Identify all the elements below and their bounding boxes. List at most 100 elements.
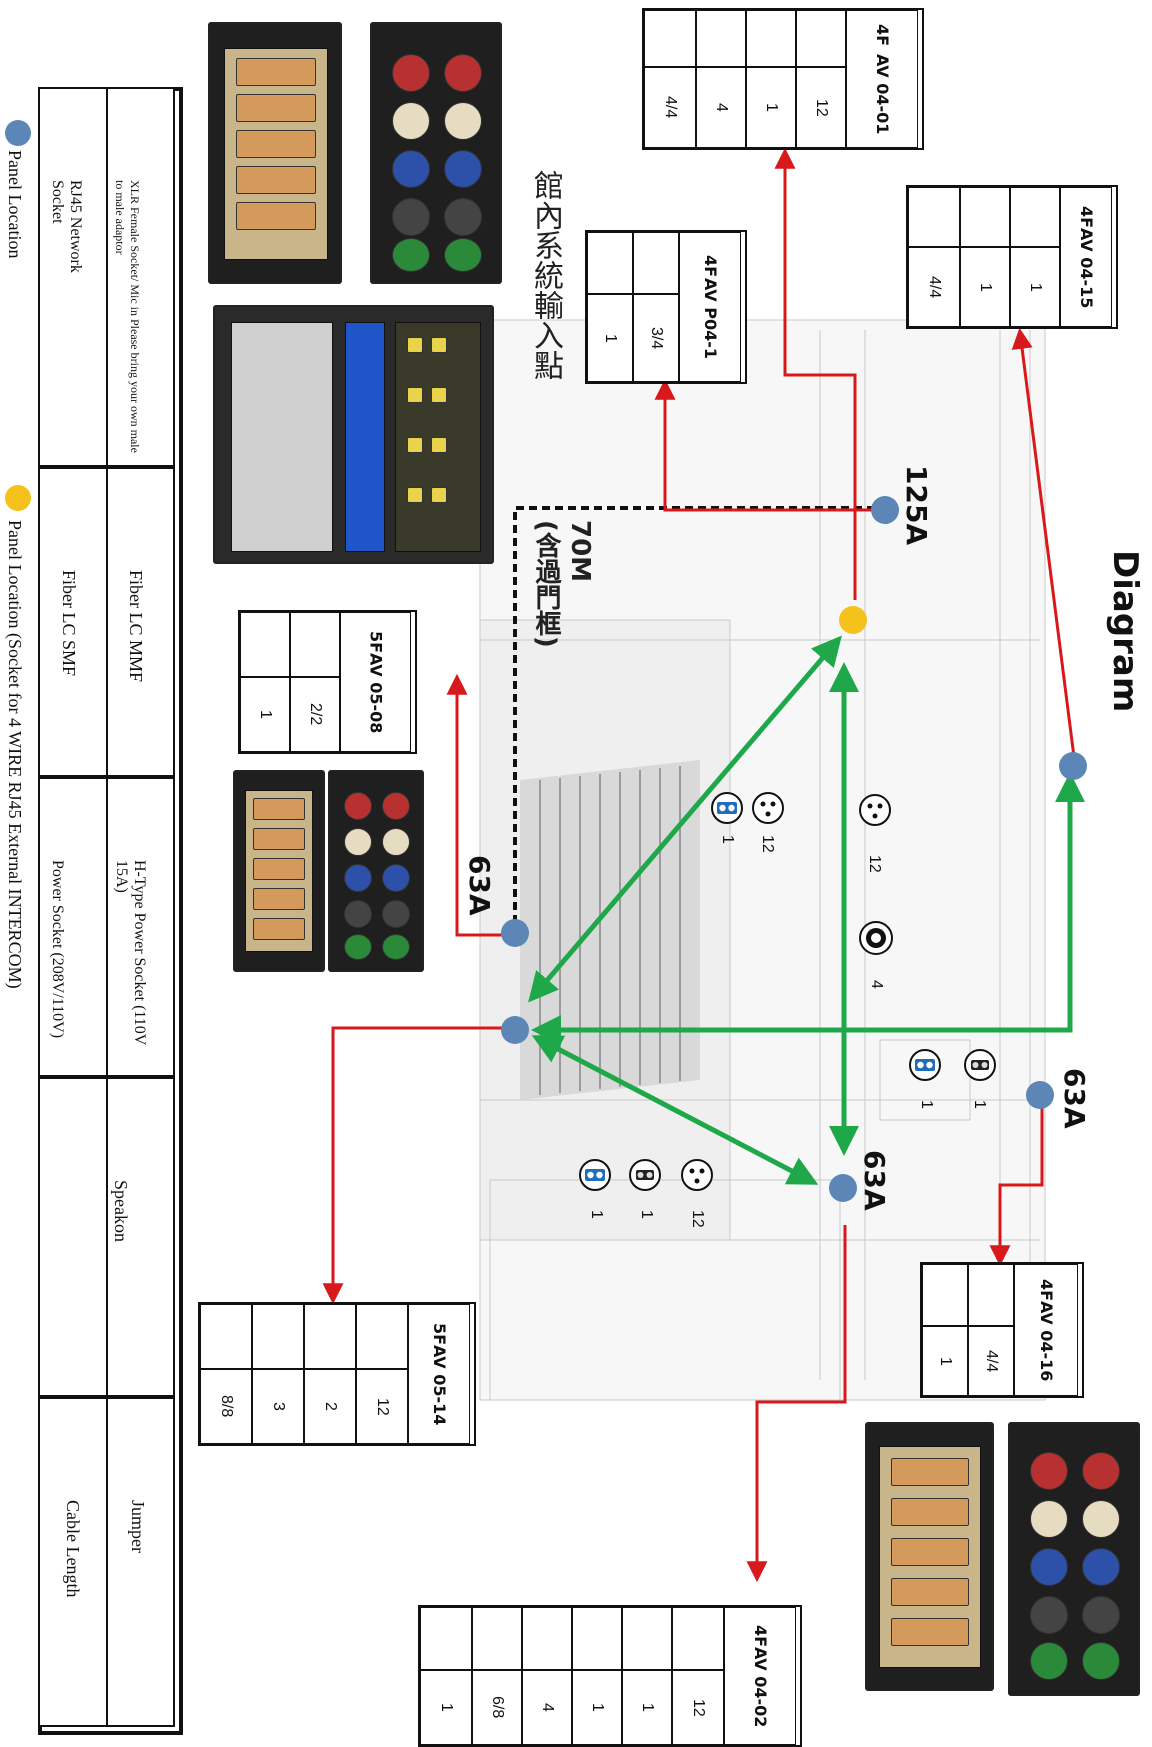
panel-av-04-01: 4/4 4 1 12 4F AV 04-01 (642, 8, 924, 150)
panel-floor: 4F (1076, 205, 1096, 228)
panel-name: AV 05-14 (429, 1344, 449, 1426)
panel-dot-63a-bottom (829, 1174, 857, 1202)
count-mmf-lower: 1 (638, 1210, 655, 1219)
seating-area (520, 760, 700, 1100)
legend-cable-length-label: Cable Length (63, 1500, 83, 1598)
count-fiber-seat-a: 1 (719, 835, 736, 844)
photo-connector-panel-top (370, 22, 502, 284)
panel-dot-center (501, 1016, 529, 1044)
speakon-icon (859, 921, 893, 955)
fiber-smf-icon (711, 792, 743, 824)
panel-floor: 4F (1036, 1278, 1056, 1301)
panel-count: 12 (374, 1397, 391, 1416)
amp-125a: 125A (900, 465, 933, 546)
panel-count: 1 (589, 1703, 606, 1712)
panel-count: 2/2 (307, 703, 324, 726)
system-input-label: 館內系統輸入點 (528, 170, 563, 380)
panel-count: 12 (690, 1698, 707, 1717)
page-title: GT AV Channel Allocation Diagram (1105, 550, 1152, 1034)
panel-name: AV 05-08 (366, 652, 386, 734)
count-mmf-right: 1 (971, 1100, 988, 1109)
legend-xlr-label: XLR Female Socket/ Mic in Please bring y… (113, 180, 142, 453)
panel-dot-yellow (839, 606, 867, 634)
legend-speakon-label: Speakon (111, 1180, 131, 1242)
count-xlr-seat-b: 12 (866, 855, 883, 873)
fiber-mmf-icon (964, 1049, 996, 1081)
panel-count: 4 (539, 1703, 556, 1712)
legend-rj45-label: RJ45 Network Socket (49, 180, 84, 273)
panel-count: 4/4 (926, 275, 943, 299)
panel-floor: 4F (700, 255, 720, 278)
amp-63a-right: 63A (1058, 1068, 1091, 1129)
panel-dot-63a-left (501, 919, 529, 947)
amp-63a-left: 63A (463, 855, 496, 916)
panel-floor: 5F (366, 630, 386, 653)
legend-htype-label: H-Type Power Socket (110V 15A) (113, 860, 148, 1046)
count-xlr-lower: 12 (689, 1210, 706, 1228)
green-jumpers (528, 635, 1085, 1185)
panel-count: 12 (813, 98, 830, 117)
xlr-icon (752, 792, 784, 824)
count-speakon-seat-b: 4 (868, 980, 885, 989)
count-xlr-seat-a: 12 (759, 835, 776, 853)
panel-count: 3/4 (648, 326, 665, 350)
panel-count: 1 (602, 333, 619, 343)
panel-count: 1 (763, 103, 780, 112)
photo-power-panel-mid (233, 770, 325, 972)
cable-length-label: 70M (含過門框) (531, 520, 595, 648)
red-routes (322, 147, 1077, 1583)
panel-floor: 5F (429, 1322, 449, 1345)
panel-count: 1 (639, 1703, 656, 1712)
panel-dot-right (1059, 752, 1087, 780)
panel-count: 6/8 (489, 1696, 506, 1719)
photo-power-panel-bottom (865, 1422, 994, 1691)
legend-fiber-mmf-label: Fiber LC MMF (126, 570, 146, 683)
amp-63a-bottom: 63A (858, 1150, 891, 1211)
legend-yellow-dot (5, 485, 31, 511)
panel-dot-125a (871, 496, 899, 524)
xlr-icon (681, 1159, 713, 1191)
photo-connector-panel-bottom (1008, 1422, 1140, 1696)
panel-count: 4/4 (662, 96, 679, 119)
fiber-mmf-icon (629, 1159, 661, 1191)
legend-power-label: Power Socket (208V/110V) (49, 860, 66, 1039)
legend-panel-location-label: Panel Location (5, 150, 25, 259)
panel-count: 1 (257, 710, 274, 719)
panel-location-dots (501, 496, 1087, 1202)
panel-count: 1 (937, 1356, 954, 1366)
fiber-smf-icon (579, 1159, 611, 1191)
panel-count: 3 (270, 1402, 287, 1411)
panel-count: 1 (977, 282, 994, 292)
panel-count: 4/4 (983, 1349, 1000, 1373)
photo-studer-rack (213, 305, 494, 564)
panel-name: AV 04-15 (1076, 227, 1096, 309)
count-smf-lower: 1 (588, 1210, 605, 1219)
panel-count: 1 (1027, 282, 1044, 292)
panel-name: AV 04-01 (872, 53, 892, 135)
photo-connector-panel-mid (328, 770, 424, 972)
panel-name: AV P04-1 (700, 277, 720, 359)
legend-fiber-smf-label: Fiber LC SMF (59, 570, 79, 677)
legend-blue-dot (5, 120, 31, 146)
photo-power-panel-top (208, 22, 342, 284)
panel-count: 2 (322, 1402, 339, 1411)
panel-count: 4 (713, 103, 730, 112)
panel-count: 1 (438, 1703, 455, 1712)
legend-jumper-label: Jumper (128, 1500, 148, 1553)
legend-panel-location2-label: Panel Location (Socket for 4 WIRE RJ45 E… (5, 520, 25, 989)
xlr-icon (859, 794, 891, 826)
cable-length-path (513, 506, 875, 930)
count-smf-right: 1 (918, 1100, 935, 1109)
panel-name: AV 04-16 (1036, 1300, 1056, 1382)
panel-floor: 4F (750, 1624, 770, 1647)
panel-count: 8/8 (218, 1395, 235, 1418)
panel-floor: 4F (872, 23, 892, 46)
panel-dot-63a-right (1026, 1081, 1054, 1109)
panel-name: AV 04-02 (750, 1646, 770, 1728)
